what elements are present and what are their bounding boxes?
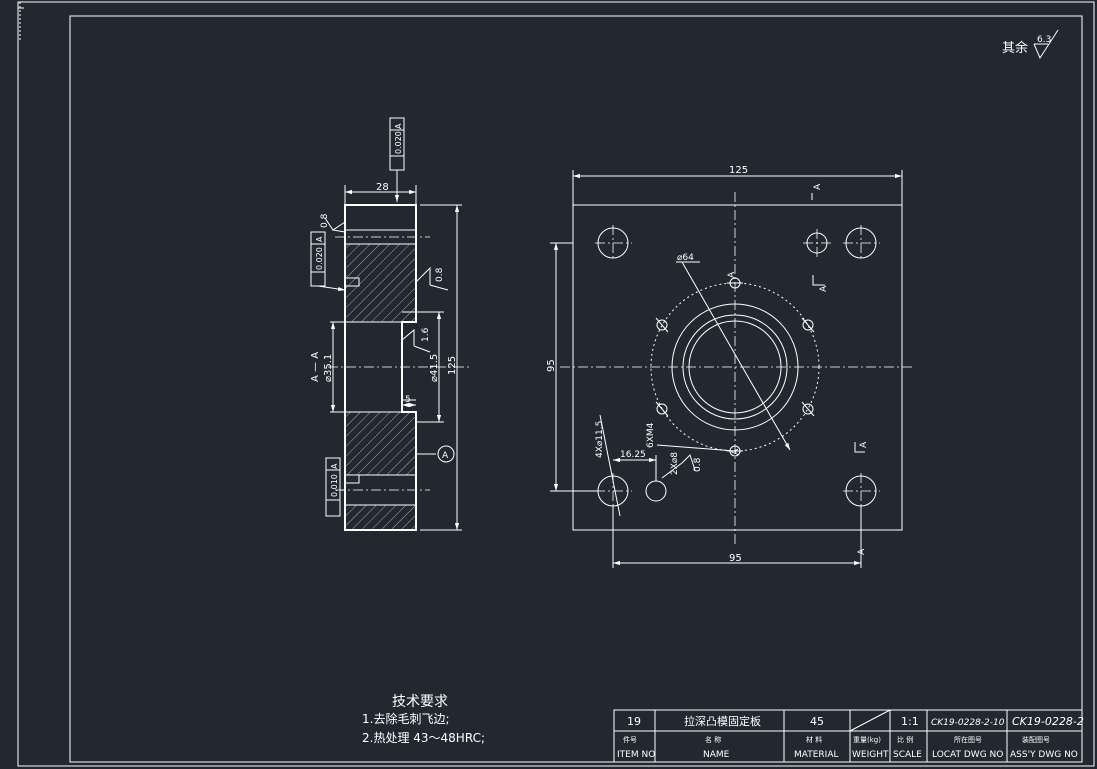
dim-bolt-circle: ⌀64 — [677, 253, 694, 263]
tol-top-value: 0.020 — [394, 131, 403, 154]
scale: 1:1 — [901, 715, 919, 728]
tolerance-bottom: 0.010 A — [325, 457, 345, 517]
rough-right: 0.8 — [435, 267, 445, 282]
dim-threaded: 6XM4 — [646, 422, 656, 448]
front-dims: 125 95 95 16.25 4X⌀11.5 2X⌀8 0.8 6XM4 A … — [546, 165, 903, 568]
locat-dwg-no: CK19-0228-2-10 — [931, 718, 1005, 728]
hdr-scale-en: SCALE — [893, 750, 922, 760]
hdr-locat-en: LOCAT DWG NO — [932, 750, 1003, 760]
dim-holes-small: 2X⌀8 — [670, 452, 680, 475]
section-view — [328, 204, 470, 531]
front-view: ⌀64 — [560, 192, 915, 545]
hdr-name-cn: 名 称 — [705, 735, 721, 744]
dim-step: 5 — [405, 395, 411, 405]
section-marker-bottom: A — [857, 548, 867, 555]
dim-width: 125 — [729, 165, 748, 176]
hdr-assy-cn: 装配图号 — [1022, 735, 1050, 744]
tech-requirements: 技术要求 1.去除毛刺飞边; 2.热处理 43～48HRC; — [362, 694, 485, 745]
dim-hole-spacing: 95 — [729, 553, 742, 564]
tol-bottom-value: 0.010 — [330, 474, 339, 497]
tech-item-2: 2.热处理 43～48HRC; — [362, 731, 485, 745]
title-block: 19 拉深凸模固定板 45 1:1 CK19-0228-2-10 CK19-02… — [613, 709, 1084, 763]
hdr-scale-cn: 比 例 — [897, 735, 913, 744]
tolerance-left: 0.020 A — [310, 231, 346, 292]
dim-offset: 16.25 — [620, 450, 646, 460]
material: 45 — [810, 715, 824, 728]
dim-height: 125 — [447, 356, 458, 375]
tech-title: 技术要求 — [392, 694, 448, 710]
dim-dia-counter: ⌀41.5 — [429, 354, 440, 382]
section-marker-right-low: A — [859, 441, 869, 448]
hdr-item-en: ITEM NO — [617, 750, 655, 760]
plate-outline — [572, 204, 903, 531]
hdr-item-cn: 件号 — [623, 735, 637, 744]
hdr-weight-en: WEIGHT — [852, 750, 889, 760]
datum-label: A — [442, 451, 449, 461]
tol-top-datum: A — [394, 123, 403, 129]
hdr-weight-cn: 重量(kg) — [853, 736, 881, 744]
item-no: 19 — [627, 715, 641, 728]
tol-bottom-datum: A — [330, 463, 339, 469]
roughness-value: 6.3 — [1037, 35, 1051, 45]
section-label: A — A — [310, 352, 321, 382]
dim-holes-large: 4X⌀11.5 — [595, 421, 605, 458]
roughness-note: 其余 6.3 — [1002, 29, 1059, 60]
hdr-locat-cn: 所在图号 — [954, 735, 982, 744]
section-marker-low: A — [731, 448, 741, 455]
dim-width-top: 28 — [376, 182, 389, 193]
tol-left-value: 0.020 — [315, 247, 324, 270]
section-marker-top: A — [813, 183, 823, 190]
hdr-material-cn: 材 料 — [806, 735, 822, 744]
part-name: 拉深凸模固定板 — [684, 714, 761, 728]
section-marker-mid: A — [727, 271, 737, 278]
assy-dwg-no: CK19-0228-2 — [1012, 715, 1084, 728]
rough-bore: 1.6 — [421, 327, 431, 342]
dim-dia-inner: ⌀35.1 — [323, 354, 334, 382]
roughness-prefix: 其余 — [1002, 40, 1028, 56]
outer-border — [17, 1, 1095, 767]
tech-item-1: 1.去除毛刺飞边; — [362, 711, 450, 726]
dim-height-front: 95 — [546, 359, 557, 372]
dim-rough-front: 0.8 — [693, 457, 703, 472]
tol-left-datum: A — [315, 236, 324, 242]
hdr-assy-en: ASS'Y DWG NO — [1010, 750, 1078, 760]
section-marker-right: A — [819, 285, 829, 292]
hdr-name-en: NAME — [703, 750, 730, 760]
rough-left: 0.8 — [320, 213, 330, 228]
section-dims: 28 125 ⌀41.5 ⌀35.1 5 A — A 0.8 0.8 1.6 — [310, 182, 462, 531]
tolerance-top: 0.020 A — [389, 117, 405, 202]
drawing-frame — [69, 15, 1083, 763]
hdr-material-en: MATERIAL — [794, 750, 839, 760]
